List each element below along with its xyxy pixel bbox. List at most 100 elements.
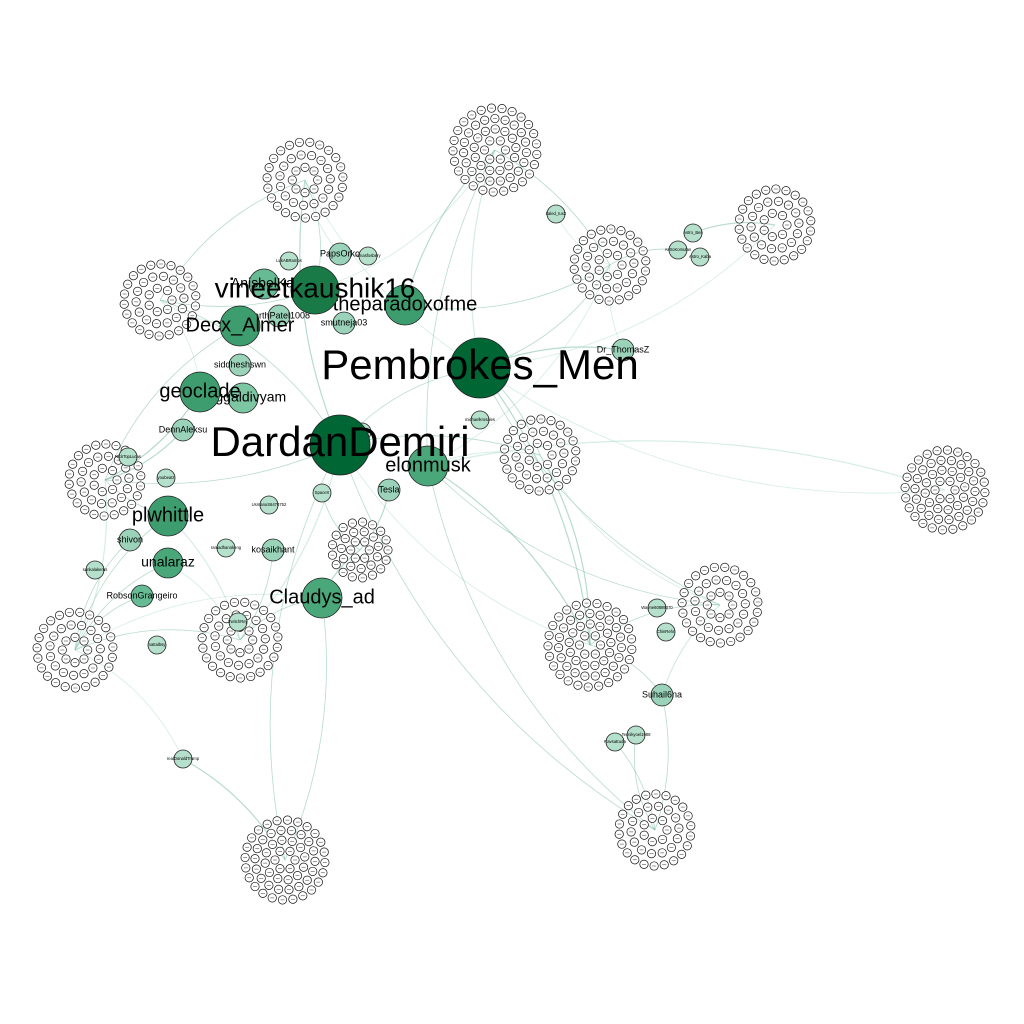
hub-node-NickTopLucas: NickTopLucas	[115, 447, 141, 467]
cluster-top-left	[262, 137, 348, 223]
cluster-center	[499, 414, 581, 496]
hub-circle	[312, 483, 332, 503]
hub-circle	[647, 598, 667, 618]
hub-circle	[147, 635, 167, 655]
hub-circle	[173, 749, 193, 769]
hub-circle	[118, 528, 142, 552]
hub-label: RobsonGrangeiro	[106, 590, 177, 600]
hub-label: RavsaEuda	[604, 739, 626, 744]
hub-node-Tesla: Tesla	[377, 478, 401, 502]
hub-circle	[470, 410, 490, 430]
hub-circle	[261, 538, 285, 562]
hub-label: AstroKomutan	[665, 247, 692, 252]
hub-node-youbeatz: youbeatz	[156, 468, 176, 488]
hub-node-UsmanuS6470752: UsmanuS6470752	[252, 495, 287, 515]
cluster-layer	[32, 103, 990, 905]
cluster-left-mid	[64, 439, 146, 521]
hub-node-DennAleksu: DennAleksu	[159, 418, 207, 442]
hub-node-Wayne60889370: Wayne60889370	[641, 598, 673, 618]
cluster-right-lower	[543, 598, 637, 692]
hub-node-kosaikhant: kosaikhant	[251, 538, 295, 562]
hub-circle	[228, 353, 252, 377]
hub-label: theparadoxofme	[333, 293, 478, 315]
hub-node-Claudys_ad: Claudys_ad	[269, 577, 375, 619]
hub-label: NickTopLucas	[115, 454, 141, 459]
hub-node-elonmusk: elonmusk	[385, 445, 472, 487]
hub-node-ramadhanokeng: ramadhanokeng	[211, 538, 242, 558]
hub-circle	[626, 725, 646, 745]
hub-circle	[227, 382, 259, 414]
edge	[269, 444, 341, 861]
hub-node-RobsonGrangeiro: RobsonGrangeiro	[106, 584, 178, 608]
hub-label: DardanDemiri	[210, 418, 469, 465]
edge	[74, 649, 184, 760]
hub-label: kosaikhant	[251, 544, 295, 554]
hub-circle	[179, 371, 221, 413]
hub-label: Suhail6na	[642, 689, 682, 699]
cluster-top-center	[448, 103, 542, 197]
hub-circle	[228, 612, 248, 632]
hub-label: PapsOrko	[320, 248, 360, 258]
edge	[479, 367, 946, 494]
hub-circle	[668, 240, 688, 260]
edge-layer	[74, 149, 946, 861]
hub-node-unalaraz: unalaraz	[141, 547, 195, 579]
hub-node-SpaceX: SpaceX	[312, 483, 332, 503]
edge	[74, 629, 241, 651]
hub-circle	[650, 683, 674, 707]
hub-circle	[279, 251, 299, 271]
edge	[104, 444, 341, 484]
hub-label: Tecnikyoel1988	[622, 732, 652, 737]
hub-circle	[407, 445, 449, 487]
hub-label: unalaraz	[141, 554, 195, 570]
hub-label: LukABRamos	[276, 258, 302, 263]
edge	[479, 367, 721, 606]
hub-circle	[605, 732, 625, 752]
hub-circle	[546, 204, 566, 224]
hub-circle	[683, 223, 703, 243]
hub-circle	[690, 247, 710, 267]
hub-label: Pembrokes_Men	[321, 341, 638, 388]
hub-label: tomasfosbery	[355, 253, 381, 258]
hub-node-LukABRamos: LukABRamos	[276, 251, 302, 271]
hub-label: UsmanuS6470752	[252, 502, 287, 507]
hub-circle	[656, 622, 676, 642]
hub-label: sankalakerus	[83, 567, 108, 572]
hub-circle	[219, 305, 261, 347]
hub-node-Tecnikyoel1988: Tecnikyoel1988	[622, 725, 652, 745]
hub-node-shivon: shivon	[117, 528, 143, 552]
hub-label: Astro_Kaba	[689, 254, 712, 259]
hub-label: Astro_Ben	[683, 230, 703, 235]
hub-circle	[384, 284, 426, 326]
hub-label: Wayne60889370	[641, 605, 673, 610]
cluster-upper-mid	[569, 224, 651, 306]
edge	[284, 597, 327, 861]
hub-node-ChinRehn: ChinRehn	[656, 622, 676, 642]
hub-node-geoclade: geoclade	[159, 371, 241, 413]
edge	[426, 149, 496, 467]
hub-circle	[267, 304, 291, 328]
hub-circle	[611, 338, 635, 362]
hub-label: kaled_tux2	[546, 211, 567, 216]
hub-label: siddheshswn	[214, 359, 266, 369]
hub-label: elonmusk	[385, 454, 472, 476]
hub-circle	[147, 495, 189, 537]
edge	[427, 465, 656, 831]
hub-node-realDonaldTrump: realDonaldTrump	[167, 749, 200, 769]
edge	[74, 593, 323, 651]
hub-circle	[301, 577, 343, 619]
hub-label: TwitchRey	[228, 619, 248, 624]
hub-node-Astro_Ben: Astro_Ben	[683, 223, 703, 243]
hub-node-RavsaEuda: RavsaEuda	[604, 732, 626, 752]
hub-node-AnisbelKal: AnisbelKal	[231, 268, 297, 300]
hub-node-Astro_Kaba: Astro_Kaba	[689, 247, 712, 267]
cluster-right	[900, 445, 990, 535]
hub-label: duggaldivyam	[200, 389, 286, 405]
hub-node-Suhail6na: Suhail6na	[642, 683, 682, 707]
hub-node-sankalakerus: sankalakerus	[83, 560, 108, 580]
edge	[404, 149, 496, 306]
hub-node-duggaldivyam: duggaldivyam	[200, 382, 286, 414]
edge	[104, 325, 241, 481]
hub-node-siddheshswn: siddheshswn	[214, 353, 266, 377]
